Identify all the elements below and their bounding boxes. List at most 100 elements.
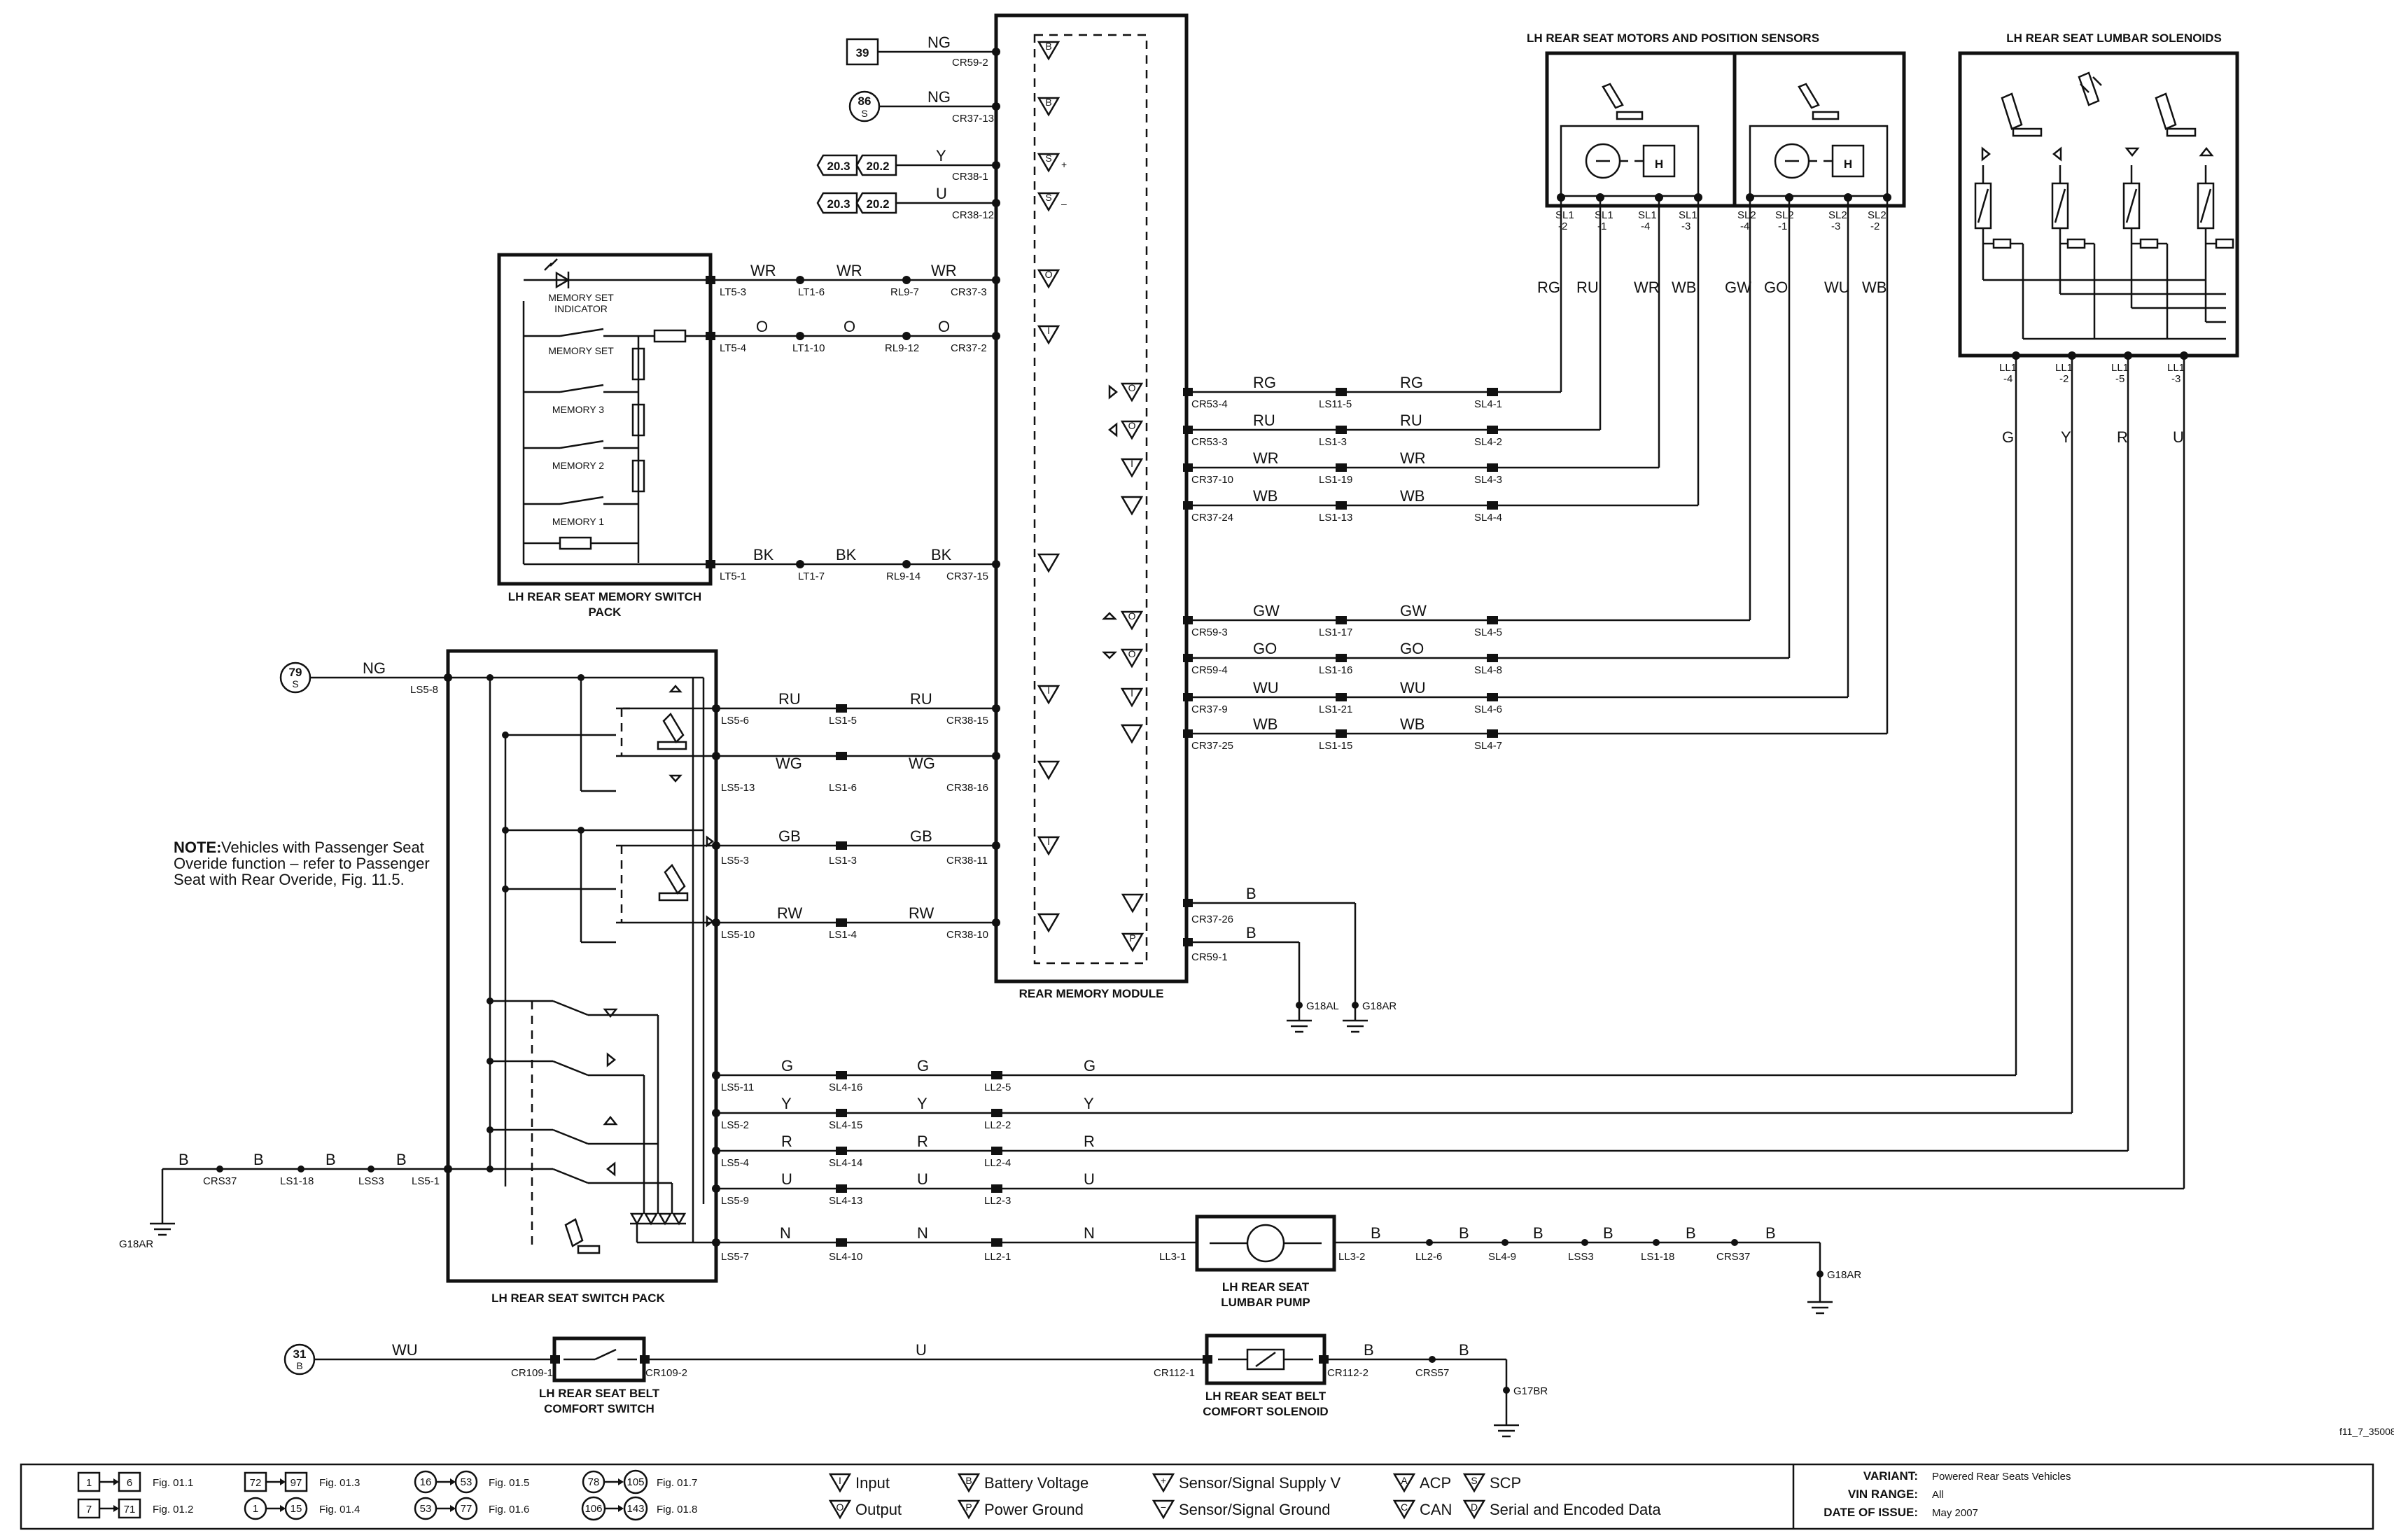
svg-text:Fig. 01.5: Fig. 01.5 — [489, 1477, 529, 1489]
svg-text:MEMORY SET: MEMORY SET — [548, 345, 614, 356]
svg-text:WU: WU — [1253, 679, 1279, 696]
svg-text:CR38-15: CR38-15 — [946, 715, 988, 727]
svg-text:SL2: SL2 — [1737, 209, 1756, 221]
svg-text:CR38-11: CR38-11 — [946, 855, 988, 867]
symbol-acp: A ACP — [1392, 1473, 1451, 1493]
svg-text:B: B — [1459, 1224, 1469, 1242]
svg-text:B: B — [178, 1151, 189, 1168]
svg-text:CR112-2: CR112-2 — [1327, 1367, 1368, 1379]
svg-text:U: U — [917, 1170, 928, 1188]
svg-text:-1: -1 — [1597, 220, 1606, 232]
svg-text:GO: GO — [1253, 640, 1277, 657]
svg-text:79: 79 — [289, 666, 302, 679]
svg-text:LT1-6: LT1-6 — [798, 286, 825, 298]
svg-text:G18AR: G18AR — [1362, 1000, 1396, 1012]
svg-text:WB: WB — [1253, 487, 1278, 505]
svg-text:LT1-10: LT1-10 — [792, 342, 825, 354]
svg-text:B: B — [296, 1360, 302, 1371]
svg-text:LS1-6: LS1-6 — [829, 782, 857, 794]
lumbar-icon — [564, 1218, 601, 1254]
svg-text:SL4-9: SL4-9 — [1488, 1251, 1516, 1263]
svg-text:U: U — [1084, 1170, 1095, 1188]
svg-text:LH REAR SEAT: LH REAR SEAT — [1222, 1280, 1310, 1294]
svg-text:SL4-15: SL4-15 — [829, 1119, 862, 1131]
svg-text:CR53-4: CR53-4 — [1191, 398, 1228, 410]
svg-text:Y: Y — [781, 1095, 792, 1112]
svg-text:-2: -2 — [1870, 220, 1879, 232]
module-pin-symbols: B B S+ S– O I I I P — [1037, 41, 1144, 953]
svg-text:78: 78 — [588, 1476, 600, 1488]
fig-ref-8: 106 143 Fig. 01.8 — [581, 1496, 697, 1521]
svg-text:Input: Input — [855, 1474, 890, 1492]
seat-icon — [658, 863, 689, 902]
svg-text:May 2007: May 2007 — [1932, 1507, 1978, 1519]
svg-text:Fig. 01.1: Fig. 01.1 — [153, 1477, 193, 1489]
svg-text:LH REAR SEAT BELT: LH REAR SEAT BELT — [1205, 1390, 1326, 1403]
svg-text:LL2-5: LL2-5 — [984, 1082, 1011, 1093]
svg-text:SL4-1: SL4-1 — [1474, 398, 1502, 410]
svg-text:RG: RG — [1400, 374, 1423, 391]
svg-text:A: A — [1401, 1475, 1408, 1486]
svg-text:SL4-3: SL4-3 — [1474, 474, 1502, 486]
svg-text:LL2-6: LL2-6 — [1415, 1251, 1442, 1263]
svg-text:CR59-1: CR59-1 — [1191, 951, 1228, 963]
svg-text:-3: -3 — [1681, 220, 1690, 232]
svg-text:BK: BK — [753, 546, 774, 564]
svg-text:P: P — [1129, 932, 1135, 944]
svg-text:SL4-2: SL4-2 — [1474, 436, 1502, 448]
svg-text:O: O — [1045, 269, 1053, 280]
svg-text:-3: -3 — [1831, 220, 1840, 232]
svg-text:+: + — [1161, 1475, 1166, 1486]
fig-ref-4: 1 15 Fig. 01.4 — [244, 1497, 360, 1520]
svg-text:WB: WB — [1862, 279, 1886, 296]
svg-text:39: 39 — [856, 46, 869, 59]
svg-text:LS5-1: LS5-1 — [412, 1175, 440, 1187]
svg-text:LT5-4: LT5-4 — [720, 342, 746, 354]
svg-text:-3: -3 — [2171, 373, 2180, 385]
svg-text:LL2-4: LL2-4 — [984, 1157, 1011, 1169]
fig-ref-2: 7 71 Fig. 01.2 — [77, 1498, 193, 1519]
svg-text:CAN: CAN — [1420, 1501, 1452, 1518]
svg-text:LL1: LL1 — [2167, 362, 2185, 374]
svg-text:LS1-18: LS1-18 — [280, 1175, 314, 1187]
seat-icon — [1602, 83, 1644, 120]
svg-text:R: R — [2117, 428, 2128, 446]
svg-text:53: 53 — [420, 1503, 432, 1515]
svg-text:B: B — [1371, 1224, 1381, 1242]
svg-text:1: 1 — [253, 1503, 258, 1515]
svg-text:-2: -2 — [2059, 373, 2068, 385]
svg-text:SL4-16: SL4-16 — [829, 1082, 862, 1093]
svg-text:MEMORY SET: MEMORY SET — [548, 292, 614, 303]
svg-text:ACP: ACP — [1420, 1474, 1451, 1492]
svg-text:Y: Y — [917, 1095, 927, 1112]
svg-text:CRS37: CRS37 — [1716, 1251, 1750, 1263]
svg-text:NOTE:: NOTE: — [174, 839, 221, 856]
svg-text:LL1: LL1 — [1999, 362, 2017, 374]
svg-text:LH REAR SEAT BELT: LH REAR SEAT BELT — [539, 1387, 660, 1400]
svg-text:71: 71 — [124, 1504, 136, 1516]
svg-text:I: I — [1047, 836, 1050, 847]
lumbar-icon — [2001, 92, 2043, 137]
svg-text:WR: WR — [1253, 449, 1279, 467]
svg-text:SL4-14: SL4-14 — [829, 1157, 862, 1169]
svg-text:NG: NG — [927, 88, 951, 106]
svg-text:CR59-4: CR59-4 — [1191, 664, 1228, 676]
module-right-pin-symbols: O O I O O I — [1101, 382, 1144, 744]
svg-text:H: H — [1655, 158, 1663, 171]
svg-text:LS5-8: LS5-8 — [410, 684, 438, 696]
svg-text:CR37-26: CR37-26 — [1191, 913, 1233, 925]
svg-text:LS5-10: LS5-10 — [721, 929, 755, 941]
svg-text:-4: -4 — [1740, 220, 1749, 232]
svg-text:GW: GW — [1253, 602, 1280, 620]
svg-text:LT5-3: LT5-3 — [720, 286, 746, 298]
switch-pack: LH REAR SEAT SWITCH PACK 79 S NG LS5-8 — [279, 649, 718, 1305]
svg-text:Powered Rear Seats Vehicles: Powered Rear Seats Vehicles — [1932, 1471, 2071, 1483]
svg-text:H: H — [1844, 158, 1852, 171]
rear-memory-module: REAR MEMORY MODULE — [994, 13, 1189, 1000]
svg-text:CR37-25: CR37-25 — [1191, 740, 1233, 752]
motors-box: LH REAR SEAT MOTORS AND POSITION SENSORS… — [1527, 31, 1906, 232]
